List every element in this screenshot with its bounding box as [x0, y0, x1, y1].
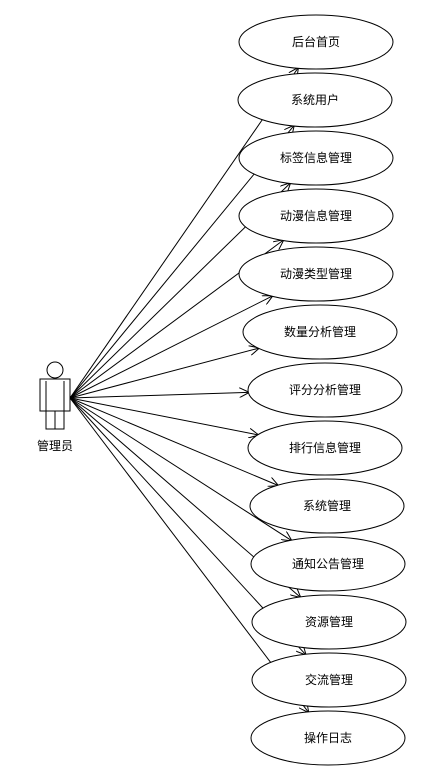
- use-case-label: 动漫信息管理: [280, 208, 352, 223]
- use-case-ellipse: [247, 420, 403, 476]
- association-arrow: [69, 296, 272, 399]
- association-arrow: [69, 397, 278, 485]
- use-case-ellipse: [250, 710, 406, 766]
- use-case-label: 数量分析管理: [284, 324, 356, 339]
- use-case-ellipse: [238, 188, 394, 244]
- use-case: 排行信息管理: [247, 420, 403, 476]
- use-case-label: 通知公告管理: [292, 556, 364, 571]
- association-arrow: [69, 68, 298, 399]
- use-case: 标签信息管理: [238, 130, 394, 186]
- use-case: 数量分析管理: [242, 304, 398, 360]
- association-arrow: [69, 348, 258, 399]
- use-case-ellipse: [247, 362, 403, 418]
- use-case: 操作日志: [250, 710, 406, 766]
- association-arrow: [69, 392, 248, 399]
- use-case-ellipse: [238, 14, 394, 70]
- use-case-label: 评分分析管理: [289, 382, 361, 397]
- association-lines: [69, 68, 308, 712]
- use-case-ellipse: [249, 478, 405, 534]
- use-case-ellipse: [251, 652, 407, 708]
- use-case-ellipse: [251, 594, 407, 650]
- use-case-label: 交流管理: [305, 672, 353, 687]
- use-case-ellipse: [238, 246, 394, 302]
- use-case-label: 系统管理: [303, 498, 351, 513]
- stick-figure-icon: [39, 361, 71, 430]
- use-case: 动漫类型管理: [238, 246, 394, 302]
- association-arrow: [69, 397, 258, 435]
- use-case-label: 动漫类型管理: [280, 266, 352, 281]
- use-case: 交流管理: [251, 652, 407, 708]
- use-case-label: 标签信息管理: [280, 150, 352, 165]
- use-case: 系统管理: [249, 478, 405, 534]
- association-arrow: [69, 397, 291, 540]
- use-case: 资源管理: [251, 594, 407, 650]
- use-case-label: 操作日志: [304, 730, 352, 745]
- use-case-label: 后台首页: [292, 34, 340, 49]
- use-case-ellipse: [242, 304, 398, 360]
- use-case: 系统用户: [237, 72, 393, 128]
- use-case-label: 资源管理: [305, 614, 353, 629]
- use-case: 动漫信息管理: [238, 188, 394, 244]
- use-case: 评分分析管理: [247, 362, 403, 418]
- use-cases: 后台首页系统用户标签信息管理动漫信息管理动漫类型管理数量分析管理评分分析管理排行…: [237, 14, 407, 766]
- use-case-label: 排行信息管理: [289, 440, 361, 455]
- association-arrow: [69, 397, 308, 712]
- use-case-ellipse: [237, 72, 393, 128]
- use-case: 通知公告管理: [250, 536, 406, 592]
- actor-label: 管理员: [37, 438, 73, 453]
- use-case-ellipse: [238, 130, 394, 186]
- use-case-ellipse: [250, 536, 406, 592]
- use-case: 后台首页: [238, 14, 394, 70]
- actor: 管理员: [37, 361, 73, 453]
- use-case-label: 系统用户: [291, 92, 339, 107]
